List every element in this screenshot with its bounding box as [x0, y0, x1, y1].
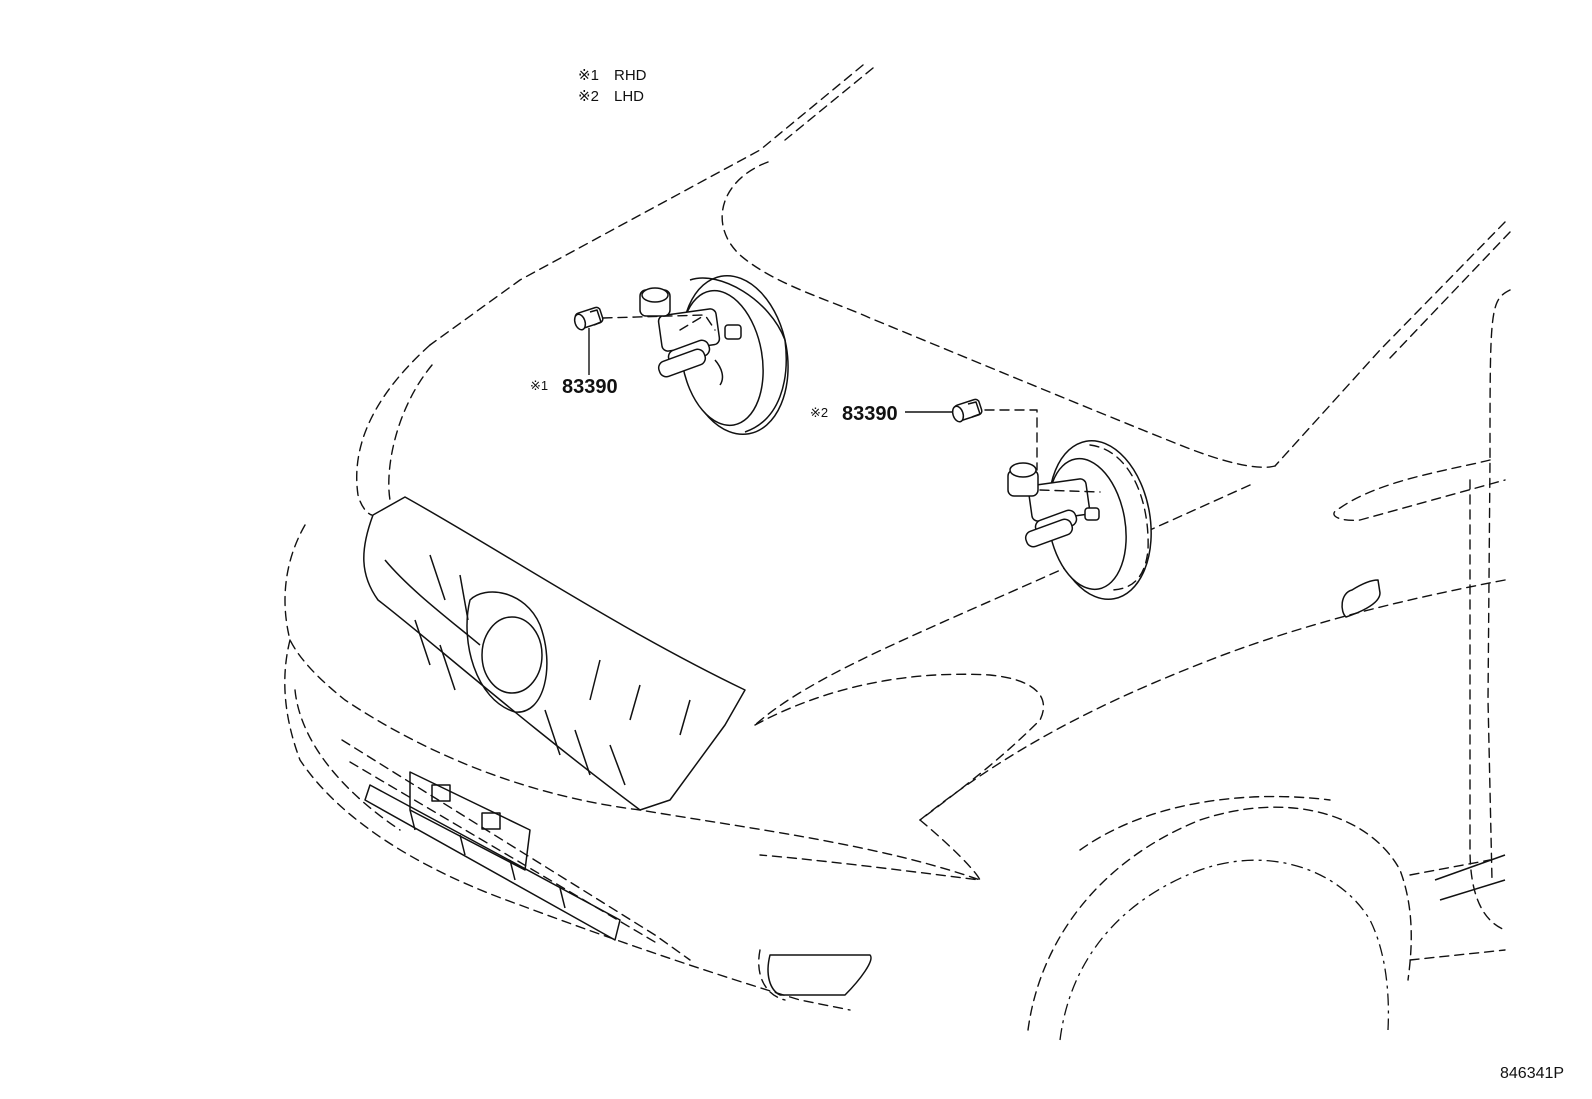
callout-rhd-mark: ※1: [530, 378, 548, 393]
legend-mark-2: ※2: [578, 88, 599, 105]
callout-rhd[interactable]: ※1 83390: [530, 376, 618, 398]
figure-id: 846341P: [1500, 1065, 1564, 1082]
brake-booster-rhd: [639, 274, 789, 436]
leader-lines: [588, 314, 1101, 493]
vehicle-outline: [284, 64, 1511, 1041]
callout-lhd[interactable]: ※2 83390: [810, 403, 898, 425]
callout-rhd-part-number[interactable]: 83390: [562, 376, 618, 398]
legend: ※1 RHD ※2 LHD: [578, 67, 647, 105]
legend-text-rhd: RHD: [614, 67, 647, 84]
switch-part-lhd[interactable]: [951, 398, 983, 423]
legend-mark-1: ※1: [578, 67, 599, 84]
callout-lhd-part-number[interactable]: 83390: [842, 403, 898, 425]
switch-part-rhd[interactable]: [573, 306, 604, 331]
legend-text-lhd: LHD: [614, 88, 644, 105]
brake-booster-lhd: [1007, 439, 1152, 601]
callout-lhd-mark: ※2: [810, 405, 828, 420]
